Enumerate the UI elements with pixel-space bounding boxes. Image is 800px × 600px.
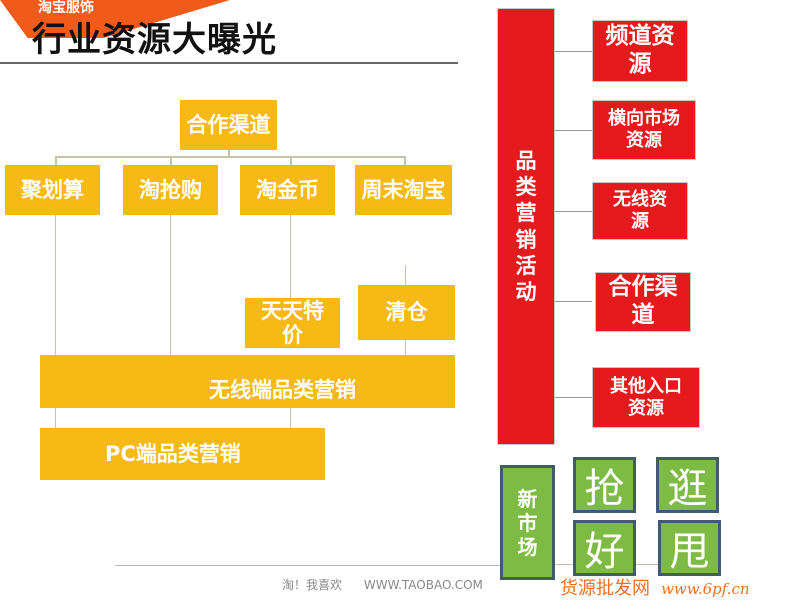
connector — [555, 211, 592, 212]
connector — [170, 156, 172, 166]
brand-label: 淘宝服饰 — [38, 0, 94, 16]
connector — [290, 156, 292, 166]
tile-hao: 好 — [573, 520, 636, 576]
footer-divider — [115, 565, 500, 566]
resource-box: 无线资源 — [592, 182, 688, 240]
footer: 淘！我喜欢 WWW.TAOBAO.COM — [282, 576, 483, 593]
connector — [404, 156, 406, 166]
wireless-bar: 无线端品类营销 — [40, 355, 455, 408]
category-bar-label: 品类营销活动 — [515, 148, 537, 304]
footer-text: 淘！我喜欢 — [282, 578, 343, 592]
new-market-label: 新市场 — [517, 486, 538, 559]
connector — [555, 397, 592, 398]
watermark: 货源批发网 www.6pf.cn — [560, 579, 750, 599]
tile-guang: 逛 — [656, 457, 719, 513]
node-channel: 聚划算 — [5, 165, 100, 215]
node-tiantian: 天天特价 — [245, 298, 340, 348]
connector — [405, 340, 406, 355]
pc-bar: PC端品类营销 — [40, 428, 325, 480]
node-root: 合作渠道 — [180, 100, 277, 150]
connector — [405, 265, 406, 285]
resource-box: 横向市场资源 — [592, 100, 696, 160]
connector — [555, 301, 592, 302]
title-divider — [0, 62, 458, 64]
resource-box: 合作渠道 — [595, 272, 691, 332]
category-bar: 品类营销活动 — [497, 8, 555, 445]
tile-qiang: 抢 — [573, 457, 636, 513]
wireless-bar-label: 无线端品类营销 — [209, 378, 356, 402]
footer-url: WWW.TAOBAO.COM — [363, 578, 483, 592]
tile-shuai: 甩 — [658, 520, 721, 576]
page-title: 行业资源大曝光 — [32, 20, 277, 60]
node-channel: 淘抢购 — [123, 165, 218, 215]
connector — [55, 156, 406, 158]
resource-box: 频道资源 — [592, 20, 688, 82]
connector — [290, 408, 291, 430]
connector — [555, 51, 592, 52]
resource-box: 其他入口资源 — [592, 367, 700, 428]
connector — [228, 150, 230, 158]
new-market-box: 新市场 — [500, 465, 555, 580]
node-channel: 周末淘宝 — [355, 165, 452, 215]
connector — [290, 215, 291, 300]
watermark-name: 货源批发网 — [560, 578, 650, 599]
node-channel: 淘金币 — [240, 165, 335, 215]
connector — [55, 156, 57, 166]
connector — [555, 130, 592, 131]
node-qingcang: 清仓 — [358, 285, 455, 340]
watermark-url: www.6pf.cn — [661, 580, 750, 598]
connector — [55, 215, 56, 430]
connector — [170, 215, 171, 355]
